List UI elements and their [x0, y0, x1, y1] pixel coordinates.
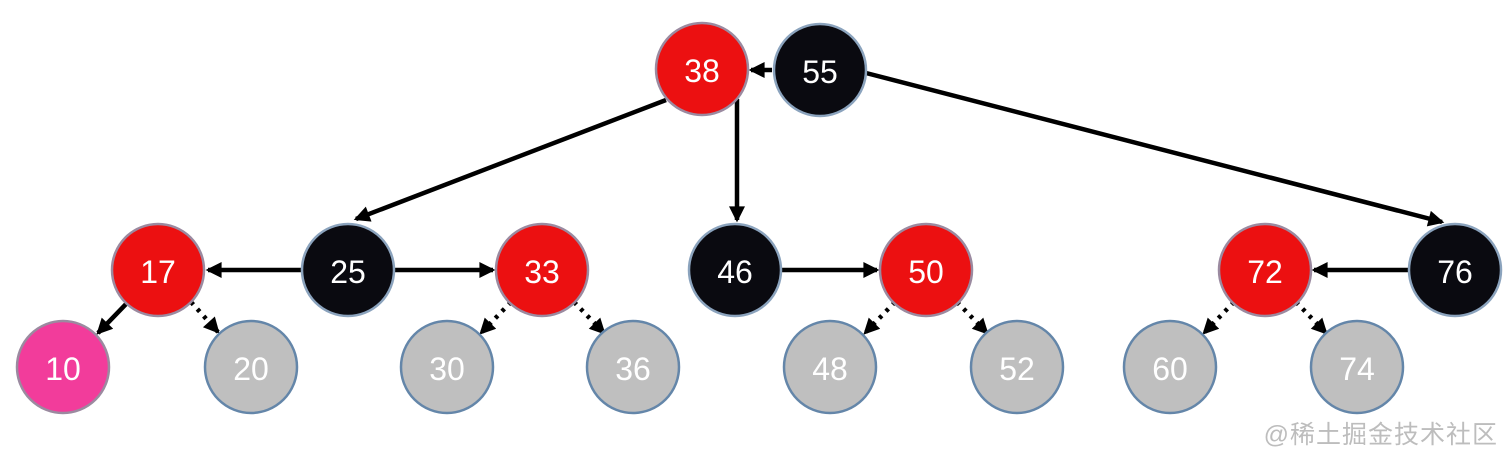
node-circle-pink: [15, 319, 111, 415]
nodes-layer: 38 55 17 25 33 46 50 72 76 10 20 30 36 48 52 60 74: [15, 21, 1503, 415]
node-circle-gray: [1309, 319, 1405, 415]
node-circle-red: [110, 222, 206, 318]
edge-38-25-solid-arrow: [353, 97, 667, 222]
tree-node-52: 52: [969, 319, 1065, 415]
tree-node-46: 46: [687, 222, 783, 318]
edge-50-52-dotted-arrow: [955, 300, 989, 335]
edge-17-20-dotted-arrow: [189, 300, 220, 334]
node-value-label: 76: [1437, 254, 1473, 290]
tree-node-10: 10: [15, 319, 111, 415]
node-value-label: 74: [1339, 351, 1375, 387]
node-circle-gray: [203, 319, 299, 415]
tree-node-48: 48: [782, 319, 878, 415]
tree-node-30: 30: [399, 319, 495, 415]
node-value-label: 48: [812, 351, 848, 387]
node-value-label: 46: [717, 254, 753, 290]
node-value-label: 55: [802, 54, 838, 90]
node-circle-red: [654, 21, 750, 117]
watermark: @稀土掘金技术社区: [1263, 421, 1498, 449]
node-circle-gray: [1122, 319, 1218, 415]
node-value-label: 50: [908, 254, 944, 290]
tree-node-38: 38: [654, 21, 750, 117]
node-circle-black: [1407, 222, 1503, 318]
node-value-label: 10: [45, 351, 81, 387]
tree-node-36: 36: [585, 319, 681, 415]
tree-node-33: 33: [494, 222, 590, 318]
edge-72-74-dotted-arrow: [1294, 300, 1328, 335]
node-value-label: 38: [684, 53, 720, 89]
node-circle-black: [772, 22, 868, 118]
node-value-label: 72: [1247, 254, 1283, 290]
node-circle-red: [1217, 222, 1313, 318]
node-value-label: 25: [330, 254, 366, 290]
node-circle-gray: [585, 319, 681, 415]
node-value-label: 36: [615, 351, 651, 387]
tree-node-25: 25: [300, 222, 396, 318]
node-circle-black: [687, 222, 783, 318]
edge-33-30-dotted-arrow: [479, 300, 513, 335]
edge-33-36-dotted-arrow: [572, 300, 606, 335]
node-circle-gray: [969, 319, 1065, 415]
tree-node-55: 55: [772, 22, 868, 118]
node-value-label: 17: [140, 254, 176, 290]
node-circle-red: [878, 222, 974, 318]
edge-17-10-solid-arrow: [96, 300, 130, 335]
edge-55-76-solid-arrow: [865, 70, 1445, 227]
edge-50-48-dotted-arrow: [863, 300, 897, 335]
tree-node-74: 74: [1309, 319, 1405, 415]
tree-node-76: 76: [1407, 222, 1503, 318]
tree-node-50: 50: [878, 222, 974, 318]
edges-layer: [96, 62, 1445, 335]
node-value-label: 60: [1152, 351, 1188, 387]
node-circle-gray: [399, 319, 495, 415]
node-value-label: 20: [233, 351, 269, 387]
node-circle-gray: [782, 319, 878, 415]
tree-node-20: 20: [203, 319, 299, 415]
node-value-label: 52: [999, 351, 1035, 387]
node-value-label: 33: [524, 254, 560, 290]
node-circle-black: [300, 222, 396, 318]
node-value-label: 30: [429, 351, 465, 387]
tree-node-17: 17: [110, 222, 206, 318]
node-circle-red: [494, 222, 590, 318]
edge-72-60-dotted-arrow: [1202, 300, 1236, 335]
tree-node-72: 72: [1217, 222, 1313, 318]
tree-node-60: 60: [1122, 319, 1218, 415]
